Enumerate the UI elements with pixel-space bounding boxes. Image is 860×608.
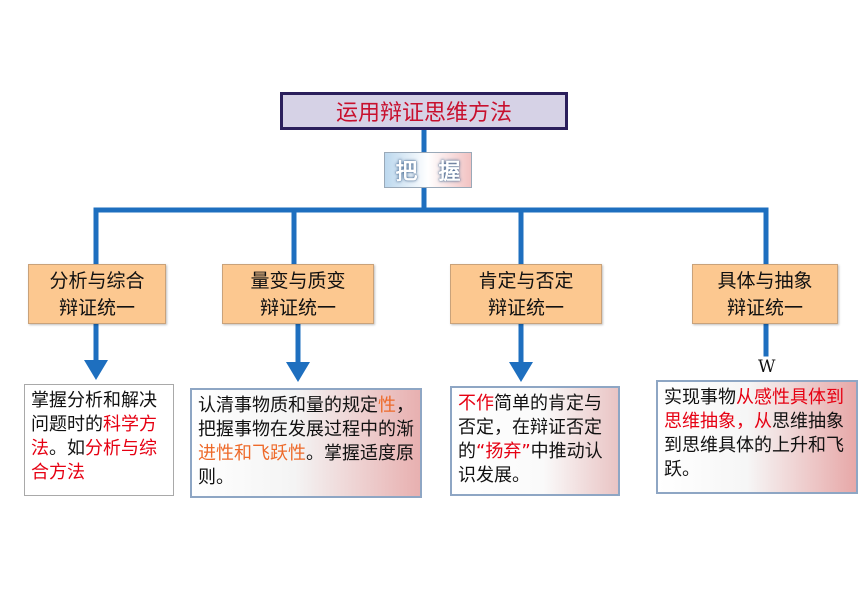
detail-text: 掌握分析和解决问题时的 <box>31 390 157 435</box>
arrow-head-1 <box>84 360 108 380</box>
grasp-char-2: 握 <box>438 160 461 185</box>
detail-highlight: “扬弃” <box>476 441 531 462</box>
detail-affirmation-negation: 不作简单的肯定与否定，在辩证否定的“扬弃”中推动认识发展。 <box>450 386 620 496</box>
detail-analysis-synthesis: 掌握分析和解决问题时的科学方法。如分析与综合方法 <box>24 384 174 496</box>
category-affirmation-negation: 肯定与否定 辩证统一 <box>450 264 602 324</box>
arrow-head-3 <box>509 362 533 382</box>
category-line2: 辩证统一 <box>259 297 336 319</box>
category-line1: 肯定与否定 <box>478 270 574 292</box>
detail-text: 实现事物 <box>664 387 736 408</box>
detail-text: 思维抽象到思维具体的上升和飞跃。 <box>664 411 844 480</box>
category-analysis-synthesis: 分析与综合 辩证统一 <box>28 264 166 324</box>
detail-highlight: 不作 <box>458 393 494 414</box>
detail-text: 。掌握适度原则。 <box>198 443 414 488</box>
category-line2: 辩证统一 <box>726 297 803 319</box>
root-title: 运用辩证思维方法 <box>335 101 512 126</box>
detail-highlight: 科学方法 <box>31 414 157 459</box>
detail-quantity-quality: 认清事物质和量的规定性，把握事物在发展过程中的渐进性和飞跃性。掌握适度原则。 <box>190 388 422 498</box>
detail-highlight: 从感性具体到思维抽象，从 <box>664 387 844 432</box>
category-line1: 分析与综合 <box>49 270 145 292</box>
w-annotation: W <box>756 357 778 377</box>
detail-text: ，把握事物在发展过程中的渐 <box>198 395 414 440</box>
detail-concrete-abstract: 实现事物从感性具体到思维抽象，从思维抽象到思维具体的上升和飞跃。 <box>656 380 858 494</box>
detail-text: 中推动认识发展。 <box>458 441 603 486</box>
category-line2: 辩证统一 <box>487 297 564 319</box>
detail-highlight: 进性和飞跃性 <box>198 443 306 464</box>
detail-highlight: 分析与综合方法 <box>31 438 157 483</box>
category-concrete-abstract: 具体与抽象 辩证统一 <box>692 264 838 324</box>
detail-text: 。如 <box>49 438 85 459</box>
category-line1: 量变与质变 <box>250 270 346 292</box>
grasp-label-box: 把 握 <box>384 152 472 188</box>
root-title-box: 运用辩证思维方法 <box>280 92 568 130</box>
detail-text: 简单的肯定与否定，在辩证否定的 <box>458 393 602 462</box>
category-line1: 具体与抽象 <box>717 270 813 292</box>
grasp-char-1: 把 <box>395 160 418 185</box>
detail-text: 认清事物质和量的规定 <box>198 395 378 416</box>
arrow-head-2 <box>286 362 310 382</box>
detail-highlight: 性 <box>378 395 396 416</box>
category-quantity-quality: 量变与质变 辩证统一 <box>222 264 374 324</box>
category-line2: 辩证统一 <box>58 297 135 319</box>
